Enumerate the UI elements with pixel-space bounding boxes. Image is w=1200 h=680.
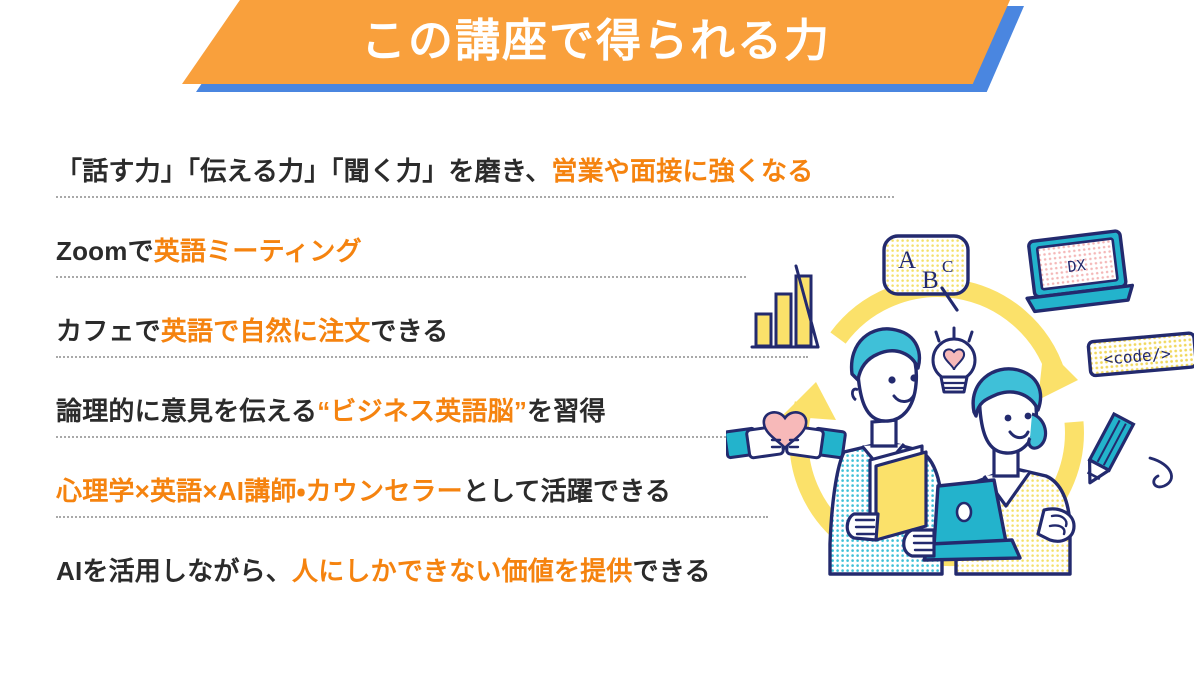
learning-cycle-illustration: A B C DX <code/>	[726, 214, 1194, 634]
benefit-segment-highlight: “ビジネス英語脳”	[317, 396, 528, 427]
header-banner: この講座で得られる力	[0, 0, 1200, 96]
benefit-segment-highlight: 人にしかできない価値を提供	[292, 556, 633, 587]
abc-bubble-letter-a: A	[898, 247, 916, 274]
benefit-text: AIを活用しながら、人にしかできない価値を提供できる	[56, 556, 711, 587]
benefit-row-human-value: AIを活用しながら、人にしかできない価値を提供できる	[56, 532, 916, 612]
benefit-text: 論理的に意見を伝える“ビジネス英語脳”を習得	[56, 396, 606, 427]
benefit-segment-plain: を習得	[527, 396, 606, 427]
abc-bubble-letter-c: C	[942, 257, 953, 276]
benefit-separator	[56, 516, 768, 518]
benefit-separator	[56, 196, 894, 198]
benefit-text: 「話す力」「伝える力」「聞く力」を磨き、営業や面接に強くなる	[56, 156, 813, 187]
benefit-list: 「話す力」「伝える力」「聞く力」を磨き、営業や面接に強くなる Zoomで英語ミー…	[56, 132, 916, 612]
pencil-stroke-icon	[1148, 456, 1173, 489]
benefit-row-cafe-order: カフェで英語で自然に注文できる	[56, 292, 916, 372]
benefit-segment-plain: 「話す力」「伝える力」「聞く力」を磨き、	[56, 156, 552, 187]
benefit-segment-plain: として活躍できる	[462, 476, 672, 507]
benefit-text: 心理学×英語×AI講師・カウンセラーとして活躍できる	[56, 476, 671, 507]
benefit-segment-plain: できる	[370, 316, 449, 347]
woman-with-laptop-icon	[902, 367, 1076, 576]
code-tag-icon: <code/>	[1086, 331, 1194, 378]
benefit-row-psychology-ai-instructor: 心理学×英語×AI講師・カウンセラーとして活躍できる	[56, 452, 916, 532]
benefit-row-business-english-brain: 論理的に意見を伝える“ビジネス英語脳”を習得	[56, 372, 916, 452]
abc-speech-bubble-icon: A B C	[882, 234, 970, 312]
page-title: この講座で得られる力	[360, 14, 831, 66]
benefit-text: カフェで英語で自然に注文できる	[56, 316, 449, 347]
dx-laptop-icon: DX	[1025, 229, 1135, 314]
laptop-screen-label: DX	[1067, 256, 1087, 276]
benefit-separator	[56, 436, 750, 438]
benefit-segment-plain: 論理的に意見を伝える	[56, 396, 318, 427]
bar-chart-icon	[750, 264, 820, 349]
banner-body	[182, 0, 1010, 84]
benefit-segment-highlight: 心理学×英語×AI講師・カウンセラー	[56, 476, 463, 507]
benefit-separator	[56, 276, 746, 278]
benefit-segment-plain: できる	[632, 556, 711, 587]
heart-handshake-icon	[726, 411, 847, 460]
benefit-separator	[56, 356, 808, 358]
benefit-segment-highlight: 英語ミーティング	[153, 236, 362, 267]
benefit-row-speaking-power: 「話す力」「伝える力」「聞く力」を磨き、営業や面接に強くなる	[56, 132, 916, 212]
benefit-segment-plain: AIを活用しながら、	[56, 556, 293, 587]
benefit-segment-plain: カフェで	[56, 316, 161, 347]
benefit-segment-highlight: 英語で自然に注文	[160, 316, 371, 347]
benefit-segment-highlight: 営業や面接に強くなる	[551, 156, 814, 187]
lightbulb-icon	[931, 326, 977, 394]
abc-bubble-letter-b: B	[922, 267, 939, 294]
benefit-segment-plain: Zoomで	[56, 236, 154, 267]
pencil-icon	[1086, 411, 1136, 485]
benefit-text: Zoomで英語ミーティング	[56, 236, 362, 267]
benefit-row-zoom-meeting: Zoomで英語ミーティング	[56, 212, 916, 292]
